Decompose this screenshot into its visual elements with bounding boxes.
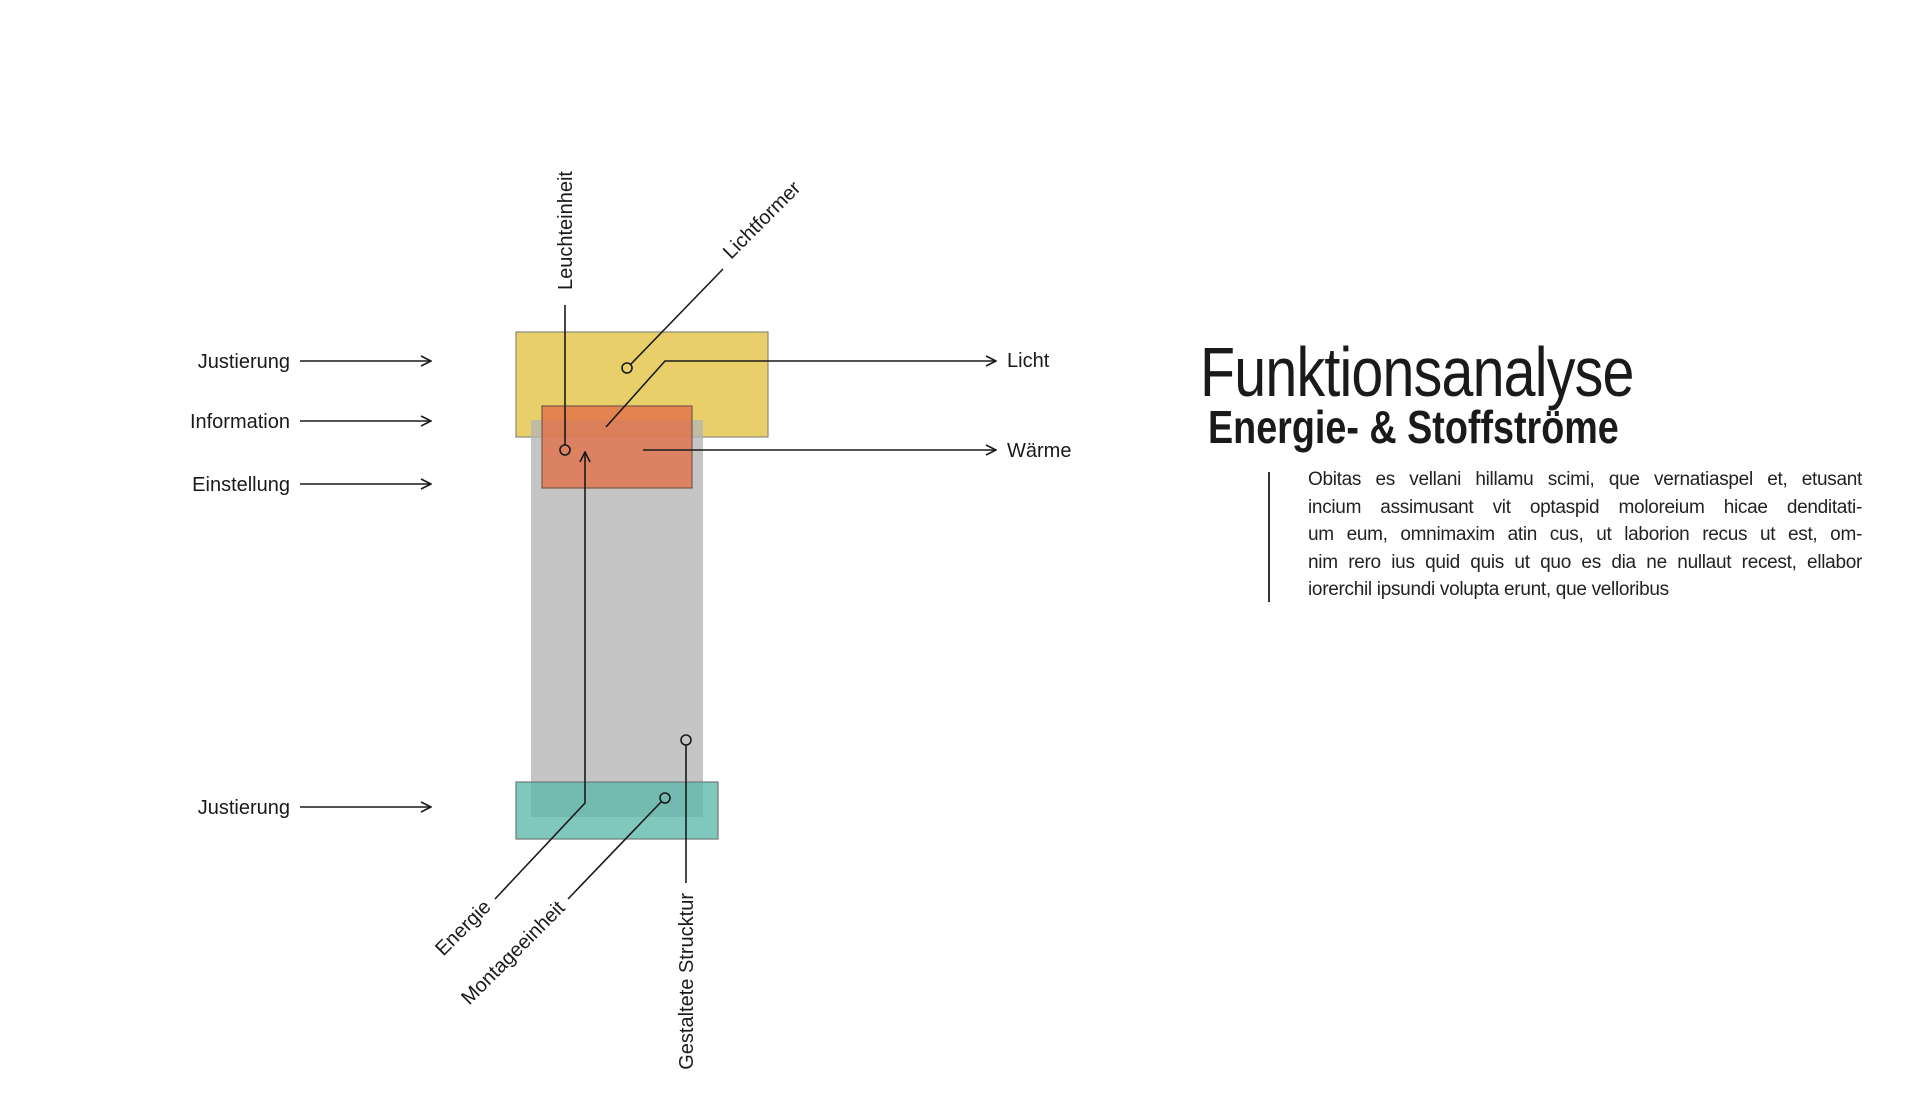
text-rule	[1268, 472, 1270, 602]
label-gestaltete-struktur: Gestaltete Strucktur	[676, 893, 698, 1070]
montageeinheit-block	[515, 781, 719, 840]
label-lichtformer: Lichtformer	[719, 177, 806, 264]
page-subtitle: Energie- & Stoffströme	[1208, 401, 1619, 453]
output-label-licht: Licht	[1007, 350, 1050, 372]
energie-arrow	[494, 452, 585, 900]
body-line: Obitas es vellani hillamu scimi, que ver…	[1308, 469, 1862, 490]
label-leuchteinheit: Leuchteinheit	[555, 171, 577, 290]
input-label-justierung-top: Justierung	[198, 351, 290, 373]
body-line: iorerchil ipsundi volupta erunt, que vel…	[1308, 579, 1669, 600]
page-title: Funktionsanalyse	[1200, 333, 1634, 411]
body-line: um eum, omnimaxim atin cus, ut laborion …	[1308, 524, 1862, 545]
input-label-information: Information	[190, 411, 290, 433]
body-paragraph: Obitas es vellani hillamu scimi, que ver…	[1308, 466, 1862, 604]
body-line: nim rero ius quid quis ut quo es dia ne …	[1308, 551, 1862, 573]
leuchteinheit-block	[541, 405, 693, 489]
gestaltete-struktur-point	[680, 734, 692, 746]
input-label-justierung-bottom: Justierung	[198, 797, 290, 819]
lichtformer-point	[621, 362, 633, 374]
body-line: incium assimusant vit optaspid moloreium…	[1308, 496, 1862, 518]
input-arrows	[300, 361, 431, 807]
montageeinheit-point	[659, 792, 671, 804]
lichtformer-leader	[630, 268, 724, 365]
montageeinheit-leader	[567, 801, 662, 900]
output-label-waerme: Wärme	[1007, 440, 1071, 462]
label-energie: Energie	[431, 896, 495, 960]
output-arrow-licht	[605, 361, 996, 428]
leuchteinheit-point	[559, 444, 571, 456]
input-label-einstellung: Einstellung	[192, 474, 290, 496]
